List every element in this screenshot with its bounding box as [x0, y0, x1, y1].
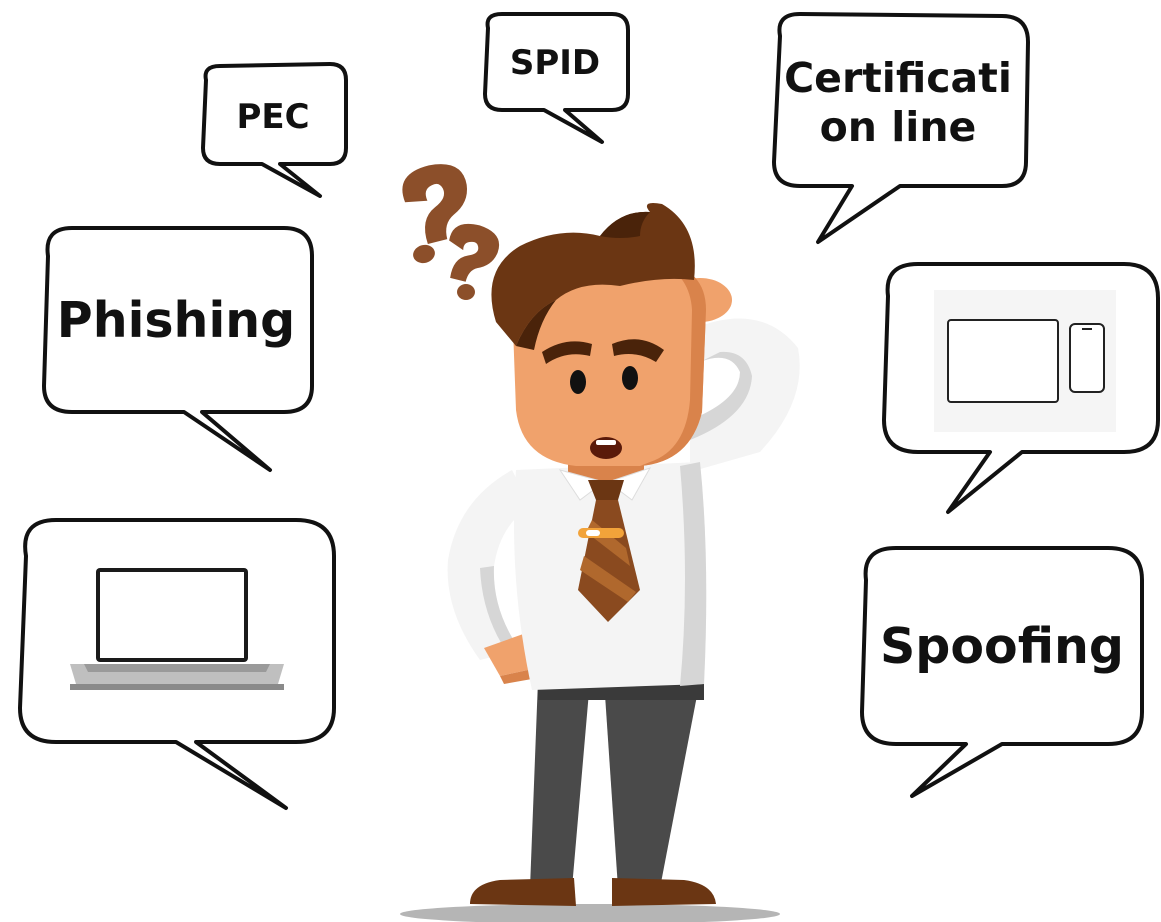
bubble-certification — [772, 12, 1030, 244]
bubble-spid-label: SPID — [509, 42, 601, 83]
confused-businessman — [400, 203, 800, 922]
bubble-certification-label: Certificati on line — [784, 53, 1012, 151]
bubble-spoofing-label: Spoofing — [880, 617, 1124, 675]
bubble-spoofing — [860, 546, 1144, 798]
bubble-phishing-label: Phishing — [56, 291, 296, 349]
bubble-phishing — [42, 226, 314, 472]
tablet-phone-icon — [934, 290, 1116, 432]
bubble-pec-label: PEC — [236, 96, 310, 137]
bubble-spid — [483, 12, 630, 144]
laptop-icon — [70, 568, 284, 690]
bubble-pec — [201, 62, 348, 198]
question-mark-icon — [402, 164, 500, 300]
